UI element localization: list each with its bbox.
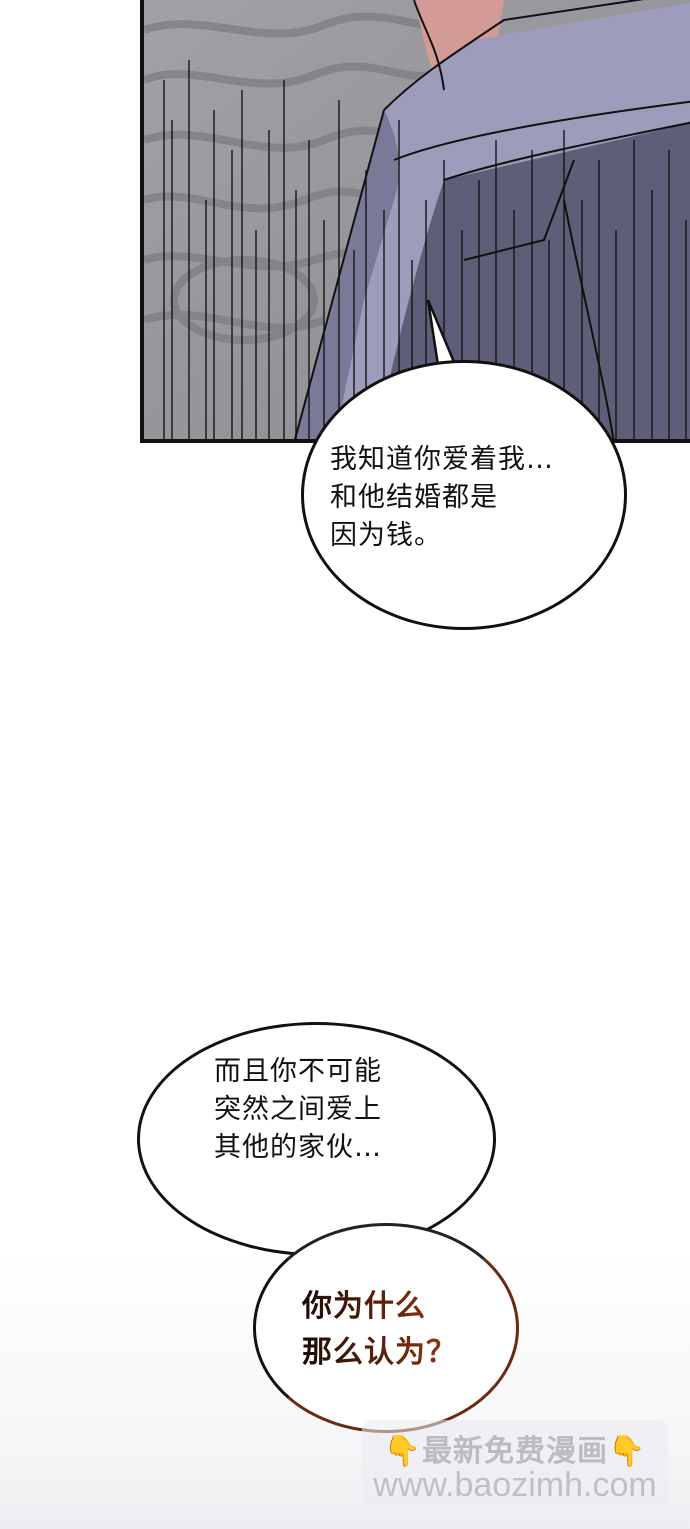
speech-bubble-2: 而且你不可能 突然之间爱上 其他的家伙… bbox=[137, 1022, 496, 1256]
speech-bubble-3: 你为什么 那么认为？ bbox=[253, 1223, 519, 1433]
pointing-down-hand-icon: 👇 bbox=[608, 1434, 647, 1469]
watermark-banner[interactable]: 👇最新免费漫画👇 www.baozimh.com bbox=[362, 1420, 668, 1510]
speech-bubble-2-text: 而且你不可能 突然之间爱上 其他的家伙… bbox=[214, 1056, 382, 1163]
watermark-title-text: 最新免费漫画 bbox=[422, 1434, 608, 1469]
speech-bubble-1: 我知道你爱着我… 和他结婚都是 因为钱。 bbox=[301, 360, 627, 630]
watermark-url[interactable]: www.baozimh.com bbox=[373, 1466, 657, 1504]
pointing-down-hand-icon: 👇 bbox=[383, 1434, 422, 1469]
speech-bubble-3-text: 你为什么 那么认为？ bbox=[302, 1284, 457, 1376]
speech-bubble-1-text: 我知道你爱着我… 和他结婚都是 因为钱。 bbox=[330, 444, 554, 551]
watermark-title: 👇最新免费漫画👇 bbox=[362, 1426, 668, 1470]
